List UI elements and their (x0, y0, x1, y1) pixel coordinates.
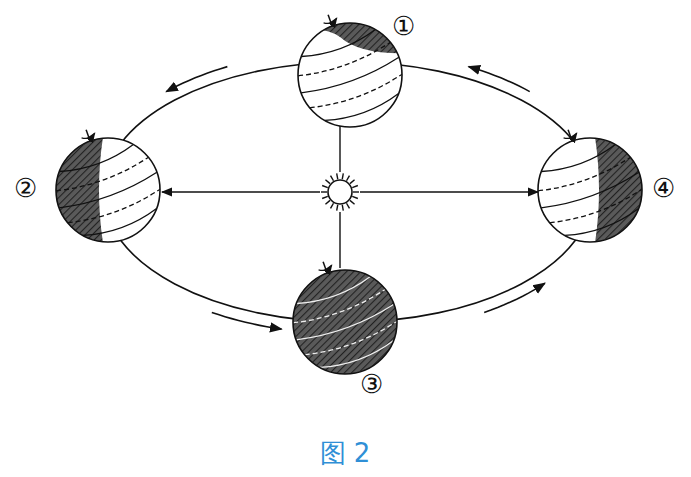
sun-ray (339, 212, 340, 268)
callout-number: ④ (652, 176, 675, 202)
earth-globe (530, 120, 660, 260)
earth-globe (38, 120, 171, 260)
figure-caption: 图 2 (320, 440, 371, 466)
callout-number: ② (14, 176, 37, 202)
direction-arrow (212, 312, 282, 329)
direction-arrow (469, 67, 530, 92)
callout-number: ③ (360, 372, 383, 398)
sun-ray (162, 191, 320, 192)
sun (321, 173, 359, 210)
callout-number: ① (392, 14, 415, 40)
direction-arrow (484, 283, 545, 312)
earth-globe (285, 259, 408, 377)
sun-ray (360, 191, 538, 192)
direction-arrow (166, 67, 227, 92)
